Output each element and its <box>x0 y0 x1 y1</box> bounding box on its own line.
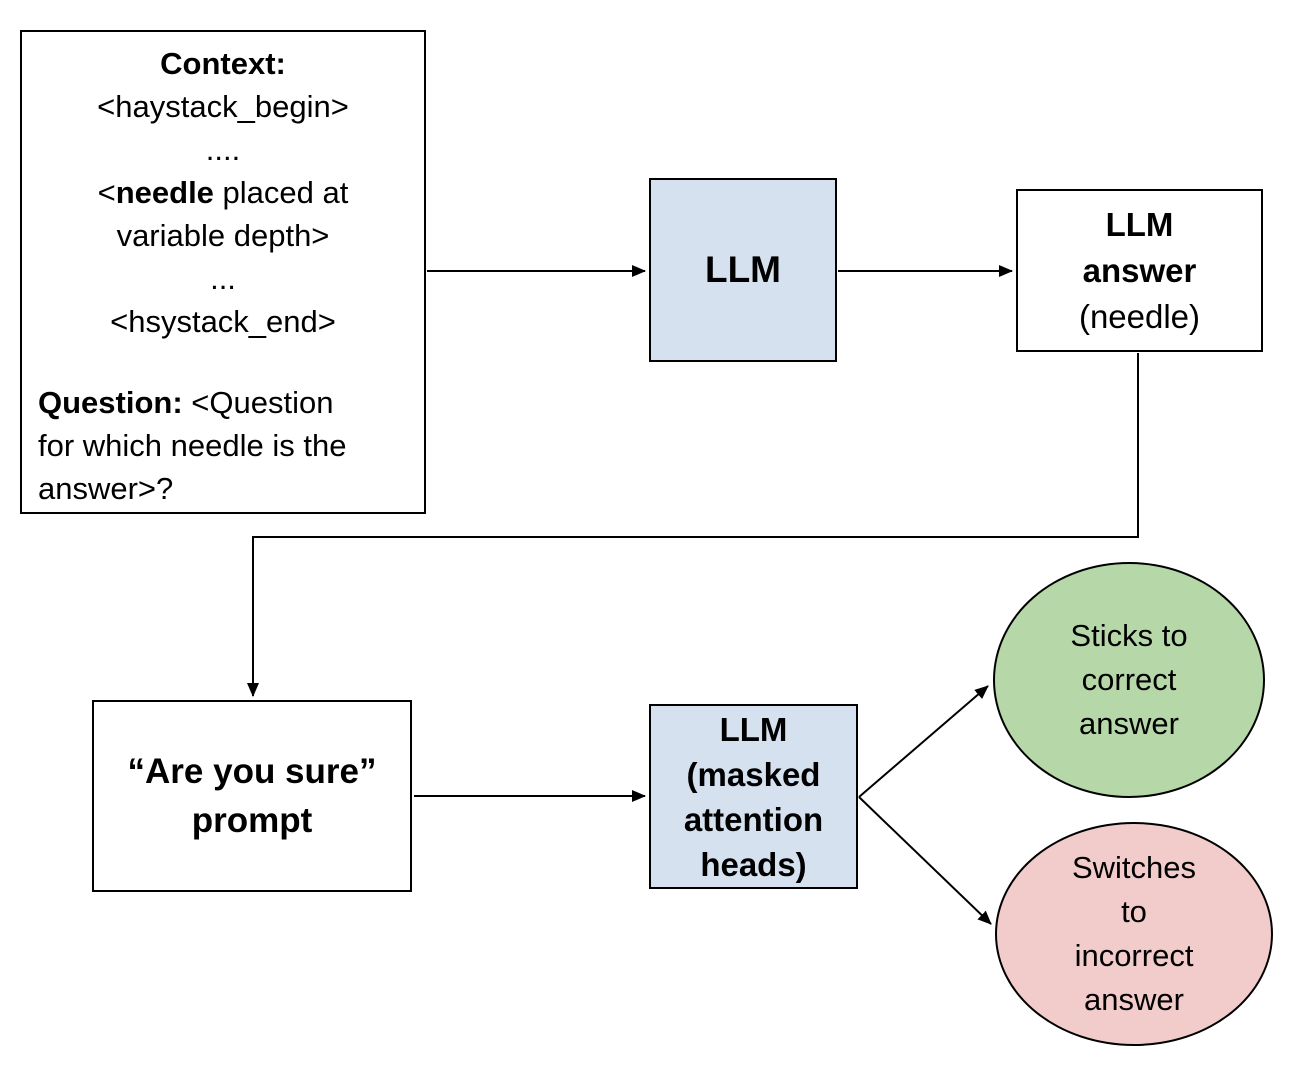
ellipsis-top: .... <box>205 132 241 167</box>
arrow-masked-to-correct <box>858 685 989 798</box>
question-line-2: for which needle is the <box>38 428 347 463</box>
llm-answer-line-1: LLM <box>1105 205 1174 243</box>
needle-line-2: variable depth> <box>116 218 330 253</box>
connector-answer-to-prompt <box>247 353 1139 697</box>
incorrect-ellipse-line-3: incorrect <box>1074 938 1194 973</box>
incorrect-ellipse-line-2: to <box>1121 894 1147 929</box>
prompt-line-1: “Are you sure” <box>127 752 377 791</box>
needle-suffix: placed at <box>213 175 349 210</box>
context-title: Context: <box>160 46 286 81</box>
needle-prefix: < <box>97 175 116 210</box>
ellipsis-bottom: ... <box>210 261 236 296</box>
incorrect-ellipse-line-4: answer <box>1084 982 1184 1017</box>
llm-answer-line-2: answer <box>1082 251 1197 289</box>
correct-ellipse-line-1: Sticks to <box>1070 618 1188 653</box>
correct-ellipse-line-2: correct <box>1081 662 1177 697</box>
question-line-3: answer>? <box>38 471 174 506</box>
masked-llm-line-4: heads) <box>700 845 807 883</box>
haystack-end-tag: <hsystack_end> <box>110 304 336 339</box>
question-line-1: Question: <Question <box>38 381 408 424</box>
arrow-masked-to-incorrect <box>858 796 992 925</box>
question-label: Question: <box>38 385 183 420</box>
llm-answer-box: LLM answer (needle) <box>1016 189 1263 352</box>
switches-to-incorrect-answer-ellipse: Switches to incorrect answer <box>995 822 1273 1046</box>
llm-answer-line-3: (needle) <box>1078 297 1201 335</box>
prompt-line-2: prompt <box>191 801 313 840</box>
question-rest: <Question <box>182 385 334 420</box>
sticks-to-correct-answer-ellipse: Sticks to correct answer <box>993 562 1265 798</box>
masked-llm-line-2: (masked <box>686 755 821 793</box>
haystack-begin-tag: <haystack_begin> <box>97 89 349 124</box>
masked-llm-box: LLM (masked attention heads) <box>649 704 858 889</box>
are-you-sure-prompt-box: “Are you sure” prompt <box>92 700 412 892</box>
needle-line: <needle placed at <box>22 171 424 214</box>
needle-bold: needle <box>115 175 214 210</box>
incorrect-ellipse-line-1: Switches <box>1071 850 1197 885</box>
masked-llm-line-1: LLM <box>719 710 788 748</box>
context-question-block: Question: <Question for which needle is … <box>22 381 424 510</box>
masked-llm-line-3: attention <box>683 800 824 838</box>
context-box: Context: <haystack_begin> .... <needle p… <box>20 30 426 514</box>
llm-box-label: LLM <box>704 249 782 290</box>
context-haystack-block: Context: <haystack_begin> .... <needle p… <box>22 42 424 343</box>
correct-ellipse-line-3: answer <box>1079 706 1179 741</box>
llm-box: LLM <box>649 178 837 362</box>
